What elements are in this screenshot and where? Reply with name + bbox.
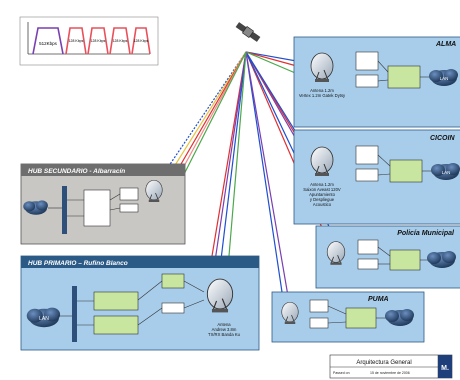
policia-router-box [389,249,421,271]
hub-primario-lnb-box [161,302,185,314]
puma-router-box [345,307,377,329]
policia-lnb-box [357,258,379,270]
title-block-title: Arquitectura General [356,360,411,366]
site-policia-title: Policía Municipal [397,230,455,237]
hub-secundario-switch [62,186,67,234]
hub-primario-switch [72,286,77,342]
hub-primario-antenna-line3: TX/RX Banda Ku [208,332,241,337]
cicoin-antenna-line4: y Despliegue [310,197,335,202]
satellite-icon [235,22,261,42]
hub-secundario-title: HUB SECUNDARIO - Albarracín [28,168,125,175]
site-almagro: ALMA Antena 1.2m Vertex 1.2m Gatek Dytsy… [293,36,460,128]
hub-primario: HUB PRIMARIO – Rufino Blanco LAN Antena … [20,255,260,351]
hub-primario-antenna-line2: Andrew 3.8m [212,327,237,332]
hub-secundario-modem-box [83,189,111,227]
title-block-logo: M. [441,365,449,372]
hub-primario-lan-label: LAN [39,316,49,322]
cicoin-lnb-box [355,168,379,182]
almagro-antenna-line1: Antena 1.2m [310,88,334,93]
policia-idu-box [357,239,379,255]
site-almagro-title: ALMA [435,41,456,48]
site-cicoin-title: CICOIN [430,135,455,142]
site-cicoin: CICOIN Antena 1.2m Saixon Aveast 120V Ap… [293,129,460,225]
title-block-date-label: Passed on [333,371,350,375]
cicoin-antenna-line2: Saixon Aveast 120V [303,187,341,192]
hub-primario-modem-box-2 [93,315,139,335]
title-block-date: 15 de noviembre de 2006 [370,371,410,375]
cicoin-antenna-line1: Antena 1.2m [310,182,334,187]
site-puma-title: PUMA [368,296,389,303]
hub-primario-modem-box-1 [93,291,139,311]
spectrum-carrier-3: 128 Kbps [113,39,128,43]
hub-secundario: HUB SECUNDARIO - Albarracín [20,163,186,245]
site-policia-municipal: Policía Municipal [315,225,460,289]
spectrum-carrier-1: 128 Kbps [69,39,84,43]
cicoin-router-box [389,159,423,183]
almagro-antenna-line2: Vertex 1.2m Gatek Dytsy [299,93,346,98]
cicoin-antenna-line5: Acoustico [313,202,332,207]
spectrum-carrier-2: 128 Kbps [91,39,106,43]
almagro-router-box [387,65,421,89]
hub-primario-buc-box [161,273,185,289]
almagro-lnb-box [355,74,379,88]
spectrum-carrier-4: 128 Kbps [134,39,149,43]
spectrum-plot: 512Kbps 128 Kbps 128 Kbps 128 Kbps 128 K… [19,16,159,66]
satellite-links [157,51,335,297]
hub-secundario-lnb-box [119,203,139,213]
cicoin-lan-label: LAN [442,170,451,175]
puma-lnb-box [309,317,329,329]
almagro-idu-box [355,51,379,71]
hub-primario-title: HUB PRIMARIO – Rufino Blanco [28,260,128,267]
cicoin-idu-box [355,145,379,165]
site-puma: PUMA [271,291,425,343]
title-block: Arquitectura General Passed on 15 de nov… [329,354,453,379]
hub-secundario-idu-box [119,187,139,201]
puma-idu-box [309,299,329,313]
spectrum-carrier-main: 512Kbps [39,41,58,46]
hub-primario-antenna-line1: Antena [217,322,231,327]
cicoin-antenna-line3: Apuntamiento [309,192,336,197]
almagro-lan-label: LAN [440,76,449,81]
